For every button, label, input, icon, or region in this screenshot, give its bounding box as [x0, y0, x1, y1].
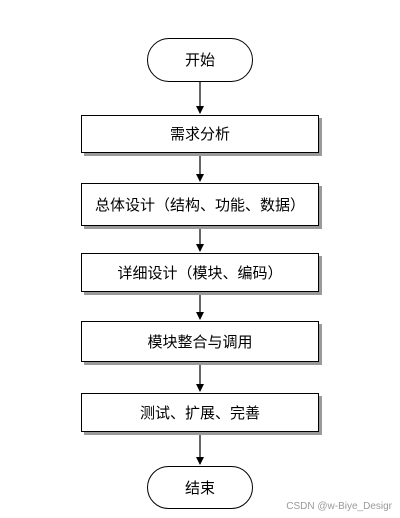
watermark-text: CSDN @w-Biye_Desigr	[286, 501, 392, 512]
step-overall-design-label: 总体设计（结构、功能、数据）	[94, 195, 305, 214]
start-label: 开始	[184, 51, 215, 69]
step-testing-label: 测试、扩展、完善	[139, 403, 260, 422]
step-overall-design: 总体设计（结构、功能、数据）	[81, 183, 319, 226]
step-detailed-design: 详细设计（模块、编码）	[81, 253, 319, 292]
end-label: 结束	[184, 478, 215, 497]
step-testing: 测试、扩展、完善	[81, 393, 319, 432]
start-node: 开始	[147, 38, 253, 82]
step-detailed-design-label: 详细设计（模块、编码）	[117, 263, 283, 282]
step-module-integration-label: 模块整合与调用	[147, 332, 253, 351]
step-module-integration: 模块整合与调用	[81, 321, 319, 362]
end-node: 结束	[147, 466, 253, 509]
step-requirements-analysis-label: 需求分析	[169, 125, 230, 143]
step-requirements-analysis: 需求分析	[81, 115, 319, 153]
